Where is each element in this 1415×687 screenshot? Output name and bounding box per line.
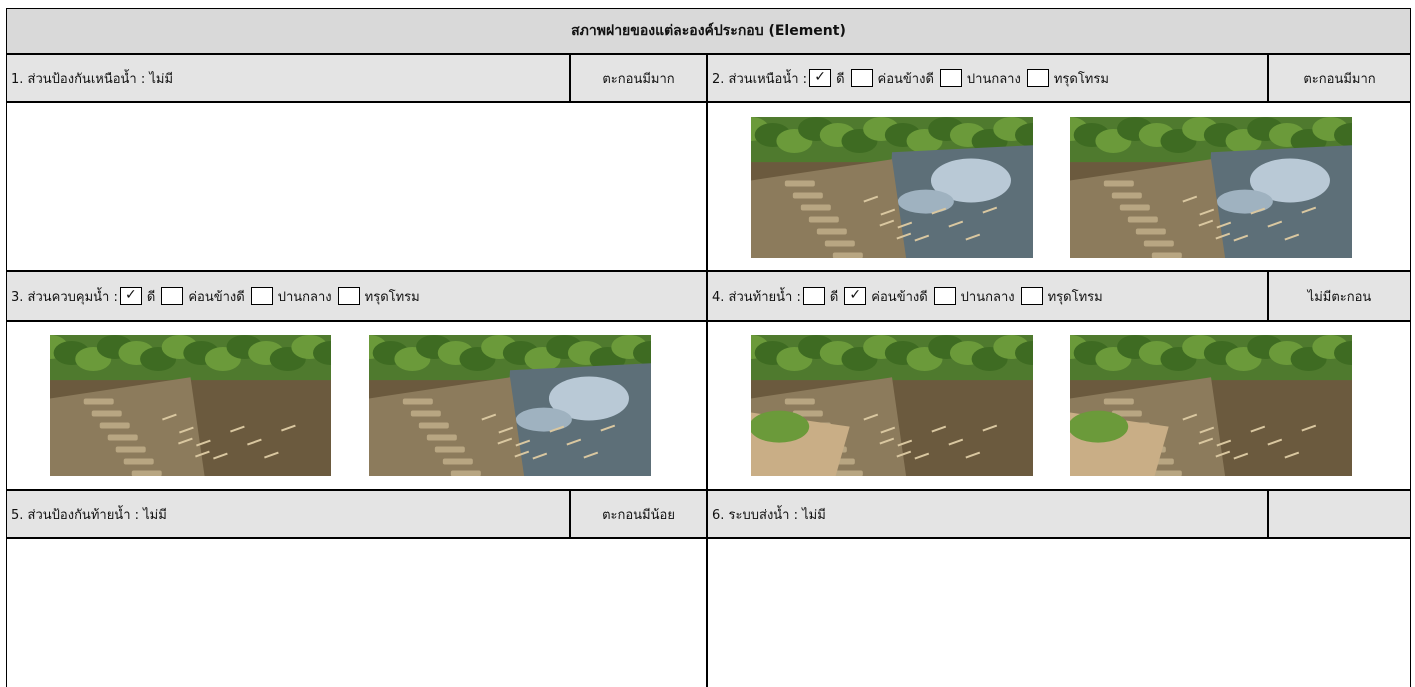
s2-option-1-label: ค่อนข้างดี — [877, 71, 934, 87]
s3-option-1-checkbox[interactable] — [161, 287, 184, 305]
s2-option-0-checkbox[interactable]: ✓ — [809, 69, 832, 87]
section-1-condition: ตะกอนมีมาก — [570, 54, 707, 102]
s3-option-0-checkbox[interactable]: ✓ — [119, 287, 142, 305]
photo-upstream-1 — [751, 117, 1033, 258]
s3-option-2-label: ปานกลาง — [277, 289, 332, 305]
s4-option-3-checkbox[interactable] — [1020, 287, 1043, 305]
s2-option-2-label: ปานกลาง — [966, 71, 1021, 87]
section-5-condition: ตะกอนมีน้อย — [570, 490, 707, 538]
s2-option-2-checkbox[interactable] — [939, 69, 962, 87]
photo-upstream-2 — [1070, 117, 1352, 258]
section-5-body — [6, 538, 707, 687]
section-6-body — [707, 538, 1411, 687]
section-4-condition: ไม่มีตะกอน — [1268, 271, 1411, 321]
section-1-body — [6, 102, 707, 271]
section-3-label: 3. ส่วนควบคุมน้ำ :✓ดี ค่อนข้างดี ปานกลาง ทร… — [6, 271, 707, 321]
s4-option-2-label: ปานกลาง — [960, 289, 1015, 305]
s2-prefix: 2. ส่วนเหนือน้ำ : — [712, 71, 808, 87]
section-2-label: 2. ส่วนเหนือน้ำ :✓ดี ค่อนข้างดี ปานกลาง ทรุ… — [707, 54, 1268, 102]
section-4-label: 4. ส่วนท้ายน้ำ : ดี ✓ค่อนข้างดี ปานกลาง ทรุด… — [707, 271, 1268, 321]
photo-control-2 — [369, 335, 651, 476]
section-2-condition: ตะกอนมีมาก — [1268, 54, 1411, 102]
s4-option-0-label: ดี — [829, 289, 839, 305]
s4-option-3-label: ทรุดโทรม — [1047, 289, 1103, 305]
s4-prefix: 4. ส่วนท้ายน้ำ : — [712, 289, 801, 305]
section-6-condition — [1268, 490, 1411, 538]
s4-option-1-label: ค่อนข้างดี — [871, 289, 928, 305]
section-5-label: 5. ส่วนป้องกันท้ายน้ำ : ไม่มี — [6, 490, 570, 538]
s2-option-0-label: ดี — [836, 71, 845, 87]
photo-downstream-2 — [1070, 335, 1352, 476]
s3-option-0-label: ดี — [146, 289, 156, 305]
s2-option-3-label: ทรุดโทรม — [1053, 71, 1109, 87]
section-6-label: 6. ระบบส่งน้ำ : ไม่มี — [707, 490, 1268, 538]
photo-control-1 — [50, 335, 331, 476]
s4-option-0-checkbox[interactable] — [802, 287, 825, 305]
s4-option-1-checkbox[interactable]: ✓ — [844, 287, 867, 305]
s3-option-3-checkbox[interactable] — [337, 287, 360, 305]
s3-option-3-label: ทรุดโทรม — [364, 289, 420, 305]
page-title: สภาพฝายของแต่ละองค์ประกอบ (Element) — [6, 8, 1411, 54]
s2-option-3-checkbox[interactable] — [1026, 69, 1049, 87]
s3-option-2-checkbox[interactable] — [250, 287, 273, 305]
photo-downstream-1 — [751, 335, 1033, 476]
s2-option-1-checkbox[interactable] — [850, 69, 873, 87]
section-1-label: 1. ส่วนป้องกันเหนือน้ำ : ไม่มี — [6, 54, 570, 102]
s4-option-2-checkbox[interactable] — [933, 287, 956, 305]
s3-prefix: 3. ส่วนควบคุมน้ำ : — [11, 289, 118, 305]
s3-option-1-label: ค่อนข้างดี — [188, 289, 245, 305]
